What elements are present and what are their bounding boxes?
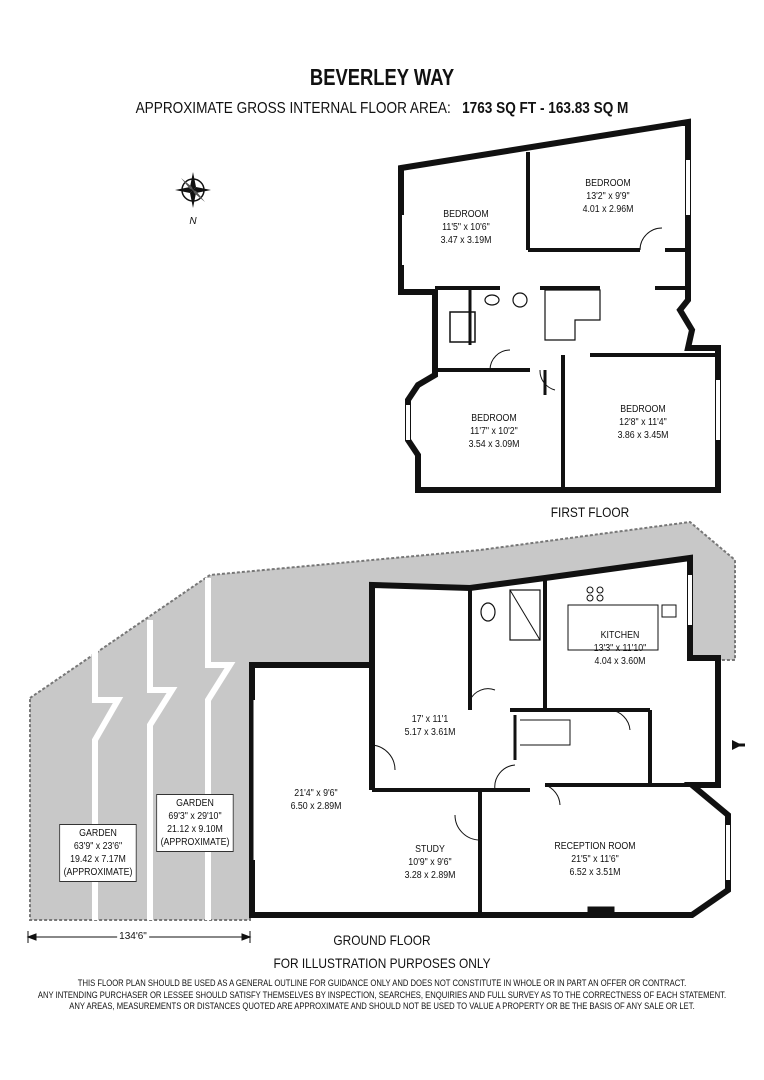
compass-rose-icon bbox=[175, 172, 211, 208]
first-floor-plan bbox=[398, 118, 721, 493]
floor-area-label: APPROXIMATE GROSS INTERNAL FLOOR AREA: bbox=[135, 100, 451, 117]
floor-area: APPROXIMATE GROSS INTERNAL FLOOR AREA: 1… bbox=[136, 100, 629, 118]
room-living: 21'4" x 9'6"6.50 x 2.89M bbox=[290, 788, 342, 812]
plan-title: BEVERLEY WAY bbox=[309, 64, 455, 90]
disclaimer-line: THIS FLOOR PLAN SHOULD BE USED AS A GENE… bbox=[77, 978, 687, 988]
ground-floor-plan bbox=[249, 554, 745, 918]
ground-floor-label: GROUND FLOOR bbox=[333, 932, 431, 948]
floor-area-value: 1763 SQ FT - 163.83 SQ M bbox=[462, 100, 629, 117]
dimension-label: 134'6" bbox=[117, 931, 149, 942]
disclaimer: THIS FLOOR PLAN SHOULD BE USED AS A GENE… bbox=[38, 978, 726, 1013]
disclaimer-line: ANY INTENDING PURCHASER OR LESSEE SHOULD… bbox=[37, 989, 727, 1000]
first-floor-label: FIRST FLOOR bbox=[550, 504, 630, 520]
illustration-note: FOR ILLUSTRATION PURPOSES ONLY bbox=[273, 955, 491, 971]
disclaimer-line: ANY AREAS, MEASUREMENTS OR DISTANCES QUO… bbox=[69, 1001, 695, 1011]
compass-north-label: N bbox=[189, 216, 197, 227]
